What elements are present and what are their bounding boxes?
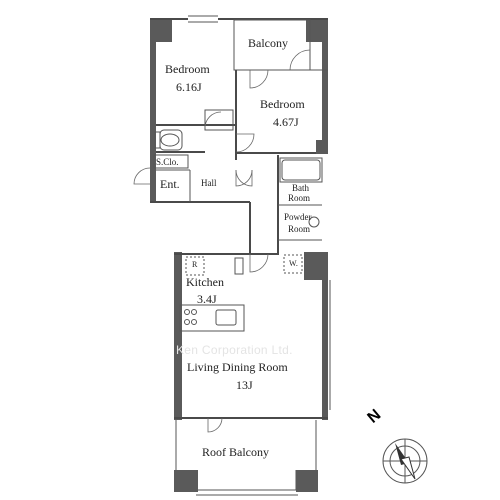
room-label-roof-balcony: Roof Balcony: [202, 445, 269, 459]
room-label-powder: Powder: [284, 212, 312, 222]
room-size-kitchen: 3.4J: [197, 292, 217, 306]
bedroom-wing-walls: [133, 15, 328, 280]
room-size-bedroom1: 6.16J: [176, 80, 202, 94]
room-label-bath: Bath: [292, 183, 309, 193]
room-label-hall: Hall: [201, 178, 217, 188]
room-label-bedroom1: Bedroom: [165, 62, 210, 76]
compass-rose-icon: [382, 438, 428, 484]
room-label-powder-2: Room: [288, 224, 311, 234]
room-label-refrigerator: R: [192, 260, 198, 269]
living-wing-walls: [174, 252, 331, 496]
room-label-bedroom2: Bedroom: [260, 97, 305, 111]
room-label-entrance: Ent.: [160, 177, 180, 191]
room-label-washer: W.: [289, 259, 298, 268]
room-label-sclo: S.Clo.: [156, 157, 179, 167]
room-size-bedroom2: 4.67J: [273, 115, 299, 129]
room-label-bath-2: Room: [288, 193, 311, 203]
room-label-kitchen: Kitchen: [186, 275, 224, 289]
room-label-balcony-top: Balcony: [248, 36, 288, 50]
room-size-living-dining: 13J: [236, 378, 253, 392]
watermark: Ken Corporation Ltd.: [176, 343, 293, 357]
room-label-living-dining: Living Dining Room: [187, 360, 288, 374]
